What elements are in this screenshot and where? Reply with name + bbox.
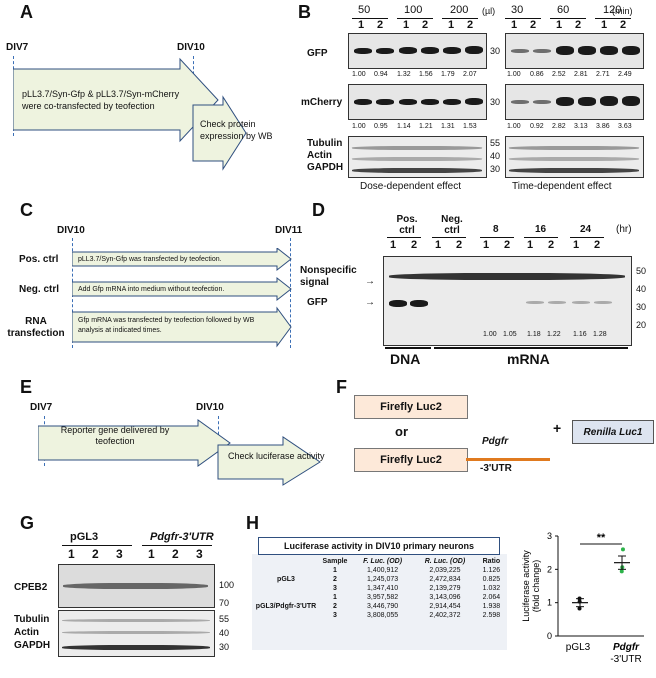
group-pgl3-g: pGL3 [70,531,99,543]
panel-label-a: A [20,2,33,22]
panel-label-h: H [246,513,259,533]
div-start-a: DIV7 [6,42,29,53]
row-name-rna: RNA transfection [7,316,65,339]
y-axis-label: Luciferase activity(fold change) [521,550,541,622]
loading-labels-g: Tubulin Actin GAPDH [14,614,51,651]
x-category-label: Pdgfr-3'UTR [610,642,641,665]
significance-label: ** [597,532,606,544]
panel-label-e: E [20,377,33,397]
div-end-e: DIV10 [196,402,224,413]
panel-label-g: G [20,513,35,533]
dose-unit: (µl) [482,6,496,16]
luc-table-bg [252,554,507,650]
dose-caption: Dose-dependent effect [360,181,462,192]
markers-top-g: 100 70 [219,580,235,608]
group-pdgfr-g: Pdgfr-3'UTR [150,531,214,543]
loading-blot-time [505,136,644,178]
firefly-box-2: Firefly Luc2 [354,448,468,472]
loading-blot-g [58,610,215,657]
markers-bottom-g: 55 40 30 [219,614,230,652]
step2-text-e: Check luciferase activity [228,451,325,461]
row-text-rna: Gfp mRNA was transfected by teofection f… [78,317,255,334]
y-tick-label: 3 [547,531,552,541]
marker-30-gfp: 30 [490,46,501,56]
timeline-arrows-a [13,57,247,171]
arrow-right-icon: → [365,276,375,287]
time-caption: Time-dependent effect [512,181,612,192]
y-tick-label: 2 [547,564,552,574]
dna-label: DNA [390,351,421,367]
step1-text-a: pLL3.7/Syn-Gfp & pLL3.7/Syn-mCherry were… [22,89,180,111]
loading-markers-b: 55 40 30 [490,138,501,174]
firefly-box-1: Firefly Luc2 [354,395,468,419]
nonspecific-label: Nonspecific signal [300,265,357,288]
panel-label-d: D [312,200,325,220]
mcherry-blot-dose [348,84,487,120]
pdgfr-label: Pdgfr [482,436,509,447]
gfp-blot-time [505,33,644,69]
row-name-pos-ctrl: Pos. ctrl [19,254,59,265]
arrow-right-icon: → [365,297,375,308]
y-tick-label: 0 [547,631,552,641]
markers-d: 50 40 30 20 [636,266,647,330]
div-start-e: DIV7 [30,402,53,413]
loading-blot-dose [348,136,487,178]
y-tick-label: 1 [547,598,552,608]
panel-label-f: F [336,377,347,397]
luc-table: Sample F. Luc. (OD) R. Luc. (OD) Ratio p… [255,558,501,619]
panel-label-c: C [20,200,33,220]
cpeb2-label: CPEB2 [14,582,48,593]
or-label: or [395,424,408,439]
div-end-c: DIV11 [275,225,303,236]
mrna-label: mRNA [507,351,550,367]
div-start-c: DIV10 [57,225,85,236]
div-end-a: DIV10 [177,42,205,53]
utr-label: -3'UTR [480,463,512,474]
x-category-label: pGL3 [566,642,591,653]
row-name-neg-ctrl: Neg. ctrl [19,284,60,295]
timeline-arrows-e [38,419,321,486]
data-point [577,606,582,611]
step2-text-a: Check protein expression by WB [200,119,273,141]
mcherry-label-b: mCherry [301,97,343,108]
luc-table-title: Luciferase activity in DIV10 primary neu… [258,537,500,555]
data-point [619,569,624,574]
marker-30-mcherry: 30 [490,97,501,107]
renilla-box: Renilla Luc1 [572,420,654,444]
mcherry-blot-time [505,84,644,120]
d-blot [383,256,632,346]
time-unit: (min) [612,6,633,16]
cpeb2-blot [58,564,215,608]
plus-label: + [553,420,562,436]
gfp-label-d: GFP [307,297,328,308]
loading-labels-b: Tubulin Actin GAPDH [307,138,344,173]
row-text-neg-ctrl: Add Gfp mRNA into medium without teofect… [78,286,225,293]
row-text-pos-ctrl: pLL3.7/Syn-Gfp was transfected by teofec… [78,256,222,263]
timeline-arrows-c [72,248,292,348]
step1-text-e: Reporter gene delivered by teofection [60,425,170,446]
utr-line [466,458,550,461]
gfp-blot-dose [348,33,487,69]
gfp-label-b: GFP [307,48,328,59]
data-point [620,547,625,552]
panel-label-b: B [298,2,311,22]
